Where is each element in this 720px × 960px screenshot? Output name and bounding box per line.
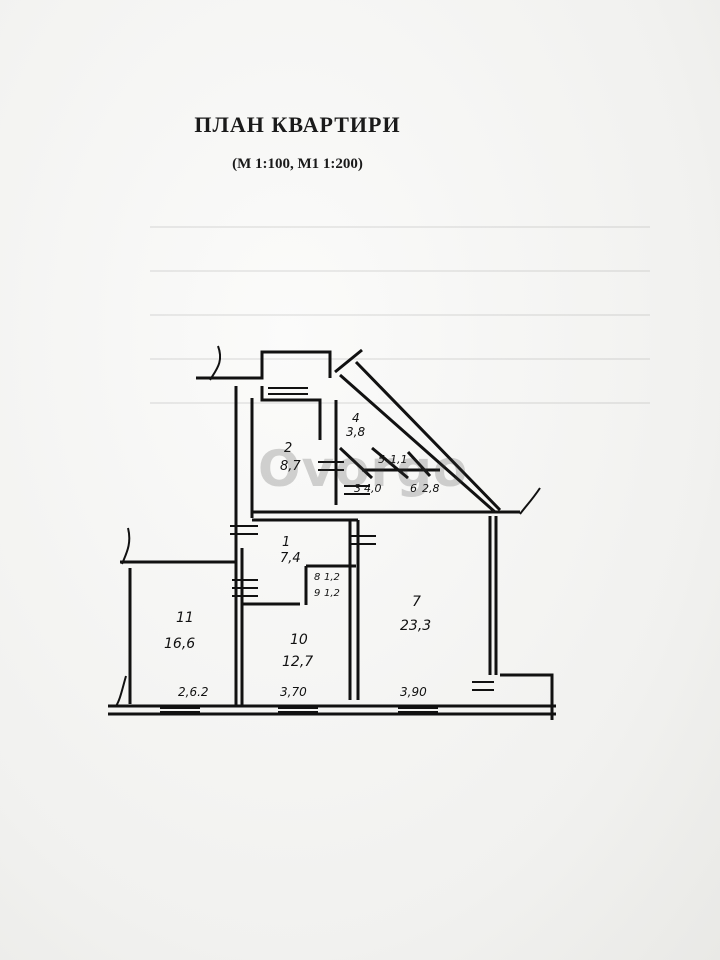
room-3-number: 3 bbox=[354, 482, 361, 495]
page-title: ПЛАН КВАРТИРИ bbox=[194, 112, 401, 137]
wall-break-marks bbox=[115, 345, 541, 707]
door-window-marks bbox=[160, 387, 494, 713]
room-5-area: 1,1 bbox=[390, 453, 408, 466]
room-6-area: 2,8 bbox=[422, 482, 440, 495]
room-7-area: 23,3 bbox=[400, 618, 431, 634]
walls bbox=[108, 348, 556, 720]
dimension-room-11: 2,6.2 bbox=[178, 685, 209, 699]
room-1-number: 1 bbox=[282, 535, 290, 550]
room-6-number: 6 bbox=[410, 482, 417, 495]
dimension-room-10: 3,70 bbox=[280, 685, 307, 699]
room-10-area: 12,7 bbox=[282, 654, 313, 670]
room-11-area: 16,6 bbox=[164, 636, 195, 652]
room-2-number: 2 bbox=[284, 441, 292, 456]
watermark-logo: Ovorgo bbox=[258, 440, 469, 498]
dimension-room-7: 3,90 bbox=[400, 685, 427, 699]
room-7-number: 7 bbox=[412, 594, 421, 610]
room-9-number: 9 bbox=[314, 588, 320, 599]
room-3-area: 4,0 bbox=[364, 482, 382, 495]
room-9-area: 1,2 bbox=[324, 588, 340, 599]
scale-note: (М 1:100, М1 1:200) bbox=[232, 156, 363, 172]
room-11-number: 11 bbox=[176, 610, 194, 626]
room-10-number: 10 bbox=[290, 632, 308, 648]
room-2-area: 8,7 bbox=[280, 459, 301, 474]
faded-background-text bbox=[150, 200, 650, 420]
room-5-number: 5 bbox=[378, 453, 385, 466]
room-8-number: 8 bbox=[314, 572, 320, 583]
room-4-number: 4 bbox=[352, 411, 360, 425]
room-1-area: 7,4 bbox=[280, 551, 301, 566]
room-4-area: 3,8 bbox=[346, 425, 365, 439]
room-8-area: 1,2 bbox=[324, 572, 340, 583]
